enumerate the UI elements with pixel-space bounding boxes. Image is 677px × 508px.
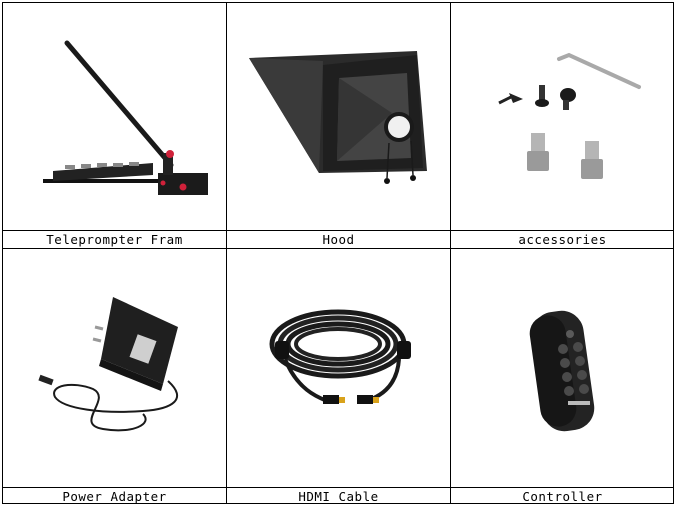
caption-teleprompter-frame: Teleprompter Fram — [46, 232, 183, 247]
caption-accessories: accessories — [518, 232, 607, 247]
accessories-image — [451, 3, 674, 230]
hood-image — [227, 3, 450, 230]
row-divider — [3, 230, 673, 231]
row-divider — [3, 487, 673, 488]
remote-controller-icon — [529, 310, 595, 432]
row-divider — [3, 248, 673, 249]
teleprompter-frame-image — [3, 3, 226, 230]
screws-and-hex-key-icon — [498, 52, 641, 179]
power-adapter-icon — [38, 297, 179, 432]
caption-controller: Controller — [522, 489, 603, 504]
caption-power-adapter: Power Adapter — [62, 489, 167, 504]
caption-hdmi-cable: HDMI Cable — [298, 489, 379, 504]
controller-image — [451, 249, 674, 487]
caption-hood: Hood — [322, 232, 355, 247]
hdmi-cable-image — [227, 249, 450, 487]
hood-icon — [249, 51, 427, 184]
teleprompter-frame-icon — [43, 40, 208, 195]
column-divider — [226, 3, 227, 503]
column-divider — [450, 3, 451, 503]
power-adapter-image — [3, 249, 226, 487]
hdmi-cable-icon — [269, 309, 411, 404]
